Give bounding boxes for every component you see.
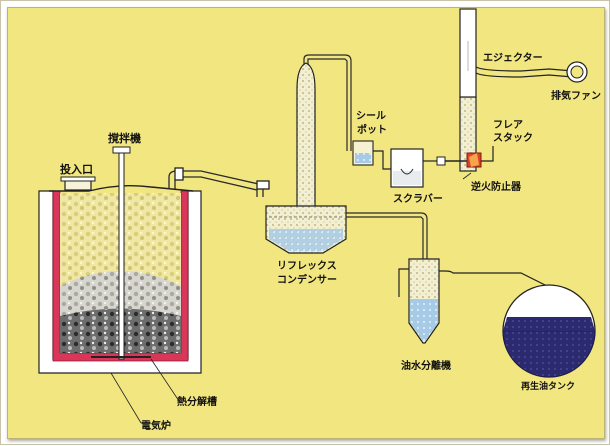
flare-stack [445,8,482,172]
inlet-hopper [60,176,96,191]
label-fan: 排気ファン [551,89,601,102]
reflux-condenser [265,62,347,254]
ejector [475,66,574,78]
label-inlet: 投入口 [60,162,93,176]
label-arrester: 逆火防止器 [471,180,522,193]
scrubber [390,148,446,188]
offgas-pipe [303,54,352,151]
label-furnace: 電気炉 [141,419,171,432]
label-seal-1: シール [356,110,386,122]
label-flare-2: スタック [493,132,533,144]
stirrer-shaft [91,146,151,360]
recycled-oil-tank [502,284,596,378]
label-ejector: エジェクター [483,52,543,64]
label-stirrer: 撹拌機 [108,131,141,145]
vapor-pipe [168,167,270,197]
arrester-pipe [481,146,494,162]
oil-water-separator [398,258,550,344]
label-flare-1: フレア [493,119,523,131]
label-reflux-2: コンデンサー [277,273,337,286]
label-reflux-1: リフレックス [277,260,337,272]
label-tank: 再生油タンク [521,380,575,392]
label-separator: 油水分離機 [401,359,451,372]
leader-lines [110,172,472,424]
oil-line [346,212,428,259]
label-scrubber: スクラバー [393,193,443,205]
label-seal-2: ポット [357,123,387,136]
label-reactor: 熱分解槽 [177,395,217,408]
exhaust-fan [566,61,588,83]
